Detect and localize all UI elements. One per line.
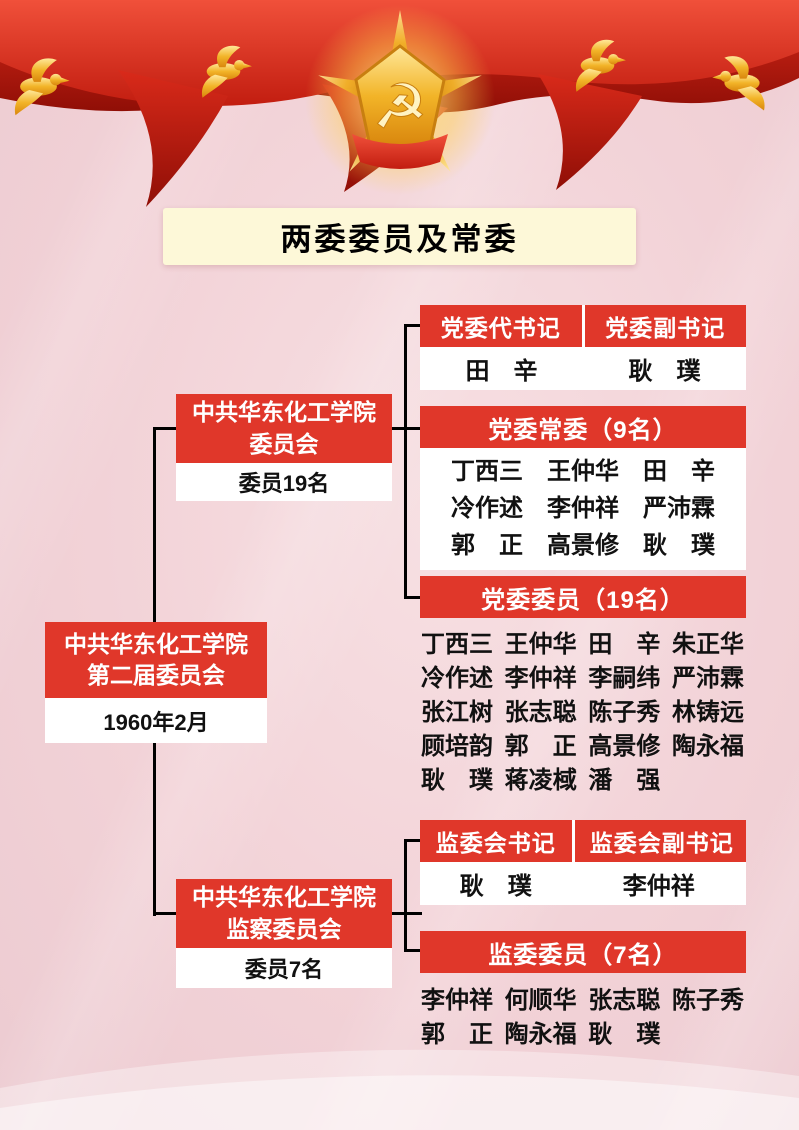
supervisory-deputy-secretary-header: 监委会副书记	[571, 820, 749, 862]
supervisory-committee-count: 委员7名	[176, 948, 392, 988]
party-committee-node: 中共华东化工学院 委员会 委员19名	[176, 394, 392, 501]
connector-branch2-right	[392, 912, 422, 915]
list-row: 李仲祥 何顺华 张志聪 陈子秀	[421, 987, 745, 1014]
root-committee-node: 中共华东化工学院 第二届委员会 1960年2月	[45, 622, 267, 743]
supervisory-secretaries-box: 监委会书记 监委会副书记 耿 璞 李仲祥	[420, 820, 746, 905]
party-secretaries-header: 党委代书记 党委副书记	[420, 305, 746, 347]
connector-secretary-stub	[404, 324, 421, 327]
list-row: 丁西三 王仲华 田 辛	[451, 458, 715, 485]
supervisory-committee-line2: 监察委员会	[226, 915, 342, 942]
flag-tail-left	[118, 70, 228, 207]
party-deputy-secretary-name: 耿 璞	[628, 358, 701, 385]
standing-committee-header: 党委常委（9名）	[420, 406, 746, 448]
party-secretaries-values: 田 辛 耿 璞	[420, 347, 746, 390]
bottom-swoosh	[0, 1049, 799, 1130]
party-members-list: 丁西三 王仲华 田 辛 朱正华 冷作述 李仲祥 李嗣纬 严沛霖 张江树 张志聪 …	[421, 628, 755, 798]
banner-art: ☭	[0, 0, 799, 207]
party-members-header: 党委委员（19名）	[420, 576, 746, 618]
root-committee-date: 1960年2月	[45, 698, 267, 743]
party-committee-count: 委员19名	[176, 463, 392, 501]
page-title: 两委委员及常委	[280, 222, 519, 257]
connector-vertical-right-bottom	[404, 840, 407, 952]
party-secretaries-box: 党委代书记 党委副书记 田 辛 耿 璞	[420, 305, 746, 390]
root-committee-line1: 中共华东化工学院	[64, 630, 248, 657]
party-committee-line2: 委员会	[249, 430, 319, 457]
supervisory-committee-line1: 中共华东化工学院	[192, 884, 376, 911]
supervisory-secretary-header: 监委会书记	[435, 830, 556, 856]
list-row: 张江树 张志聪 陈子秀 林铸远	[421, 699, 745, 726]
party-deputy-secretary-header: 党委副书记	[581, 305, 747, 347]
connector-branch1-left	[153, 427, 179, 430]
list-row: 郭 正 陶永福 耿 璞	[421, 1021, 661, 1048]
party-acting-secretary-name: 田 辛	[465, 358, 538, 385]
supervisory-members-list: 李仲祥 何顺华 张志聪 陈子秀 郭 正 陶永福 耿 璞	[421, 984, 755, 1052]
svg-text:☭: ☭	[372, 73, 428, 142]
list-row: 顾培韵 郭 正 高景修 陶永福	[421, 733, 745, 760]
supervisory-secretaries-header: 监委会书记 监委会副书记	[420, 820, 746, 862]
root-committee-title: 中共华东化工学院 第二届委员会	[45, 622, 267, 698]
connector-branch2-left	[153, 912, 179, 915]
list-row: 冷作述 李仲祥 严沛霖	[451, 495, 715, 522]
party-acting-secretary-header: 党委代书记	[440, 315, 561, 341]
supervisory-committee-title: 中共华东化工学院 监察委员会	[176, 879, 392, 948]
connector-supervisor-stub	[404, 839, 421, 842]
supervisory-committee-node: 中共华东化工学院 监察委员会 委员7名	[176, 879, 392, 988]
list-row: 丁西三 王仲华 田 辛 朱正华	[421, 631, 745, 658]
connector-vertical-right-top	[404, 325, 407, 599]
root-committee-line2: 第二届委员会	[87, 662, 225, 688]
supervisory-members-header: 监委委员（7名）	[420, 931, 746, 973]
supervisory-secretaries-values: 耿 璞 李仲祥	[420, 862, 746, 905]
party-emblem-icon: ☭	[318, 10, 482, 172]
list-row: 冷作述 李仲祥 李嗣纬 严沛霖	[421, 665, 745, 692]
standing-committee-list: 丁西三 王仲华 田 辛 冷作述 李仲祥 严沛霖 郭 正 高景修 耿 璞	[420, 448, 746, 570]
party-committee-title: 中共华东化工学院 委员会	[176, 394, 392, 463]
connector-supervisor-members-stub	[404, 949, 421, 952]
supervisory-deputy-secretary-name: 李仲祥	[622, 873, 695, 900]
list-row: 耿 璞 蒋凌棫 潘 强	[421, 767, 661, 794]
party-committee-line1: 中共华东化工学院	[192, 399, 376, 426]
title-box: 两委委员及常委	[163, 208, 636, 265]
supervisory-secretary-name: 耿 璞	[459, 873, 532, 900]
connector-members-stub	[404, 596, 421, 599]
list-row: 郭 正 高景修 耿 璞	[451, 532, 715, 559]
connector-branch1-right	[392, 427, 422, 430]
flag-tail-right	[538, 74, 642, 190]
